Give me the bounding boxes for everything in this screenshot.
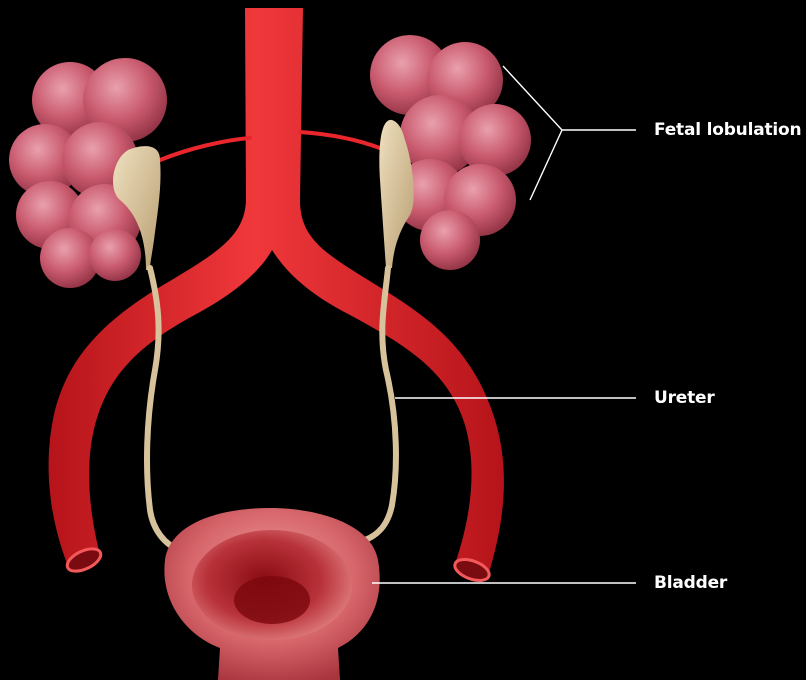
fetal-lobulation-label: Fetal lobulation: [654, 120, 801, 140]
bladder: [164, 508, 379, 680]
bladder-label: Bladder: [654, 573, 727, 593]
ureter-label: Ureter: [654, 388, 715, 408]
